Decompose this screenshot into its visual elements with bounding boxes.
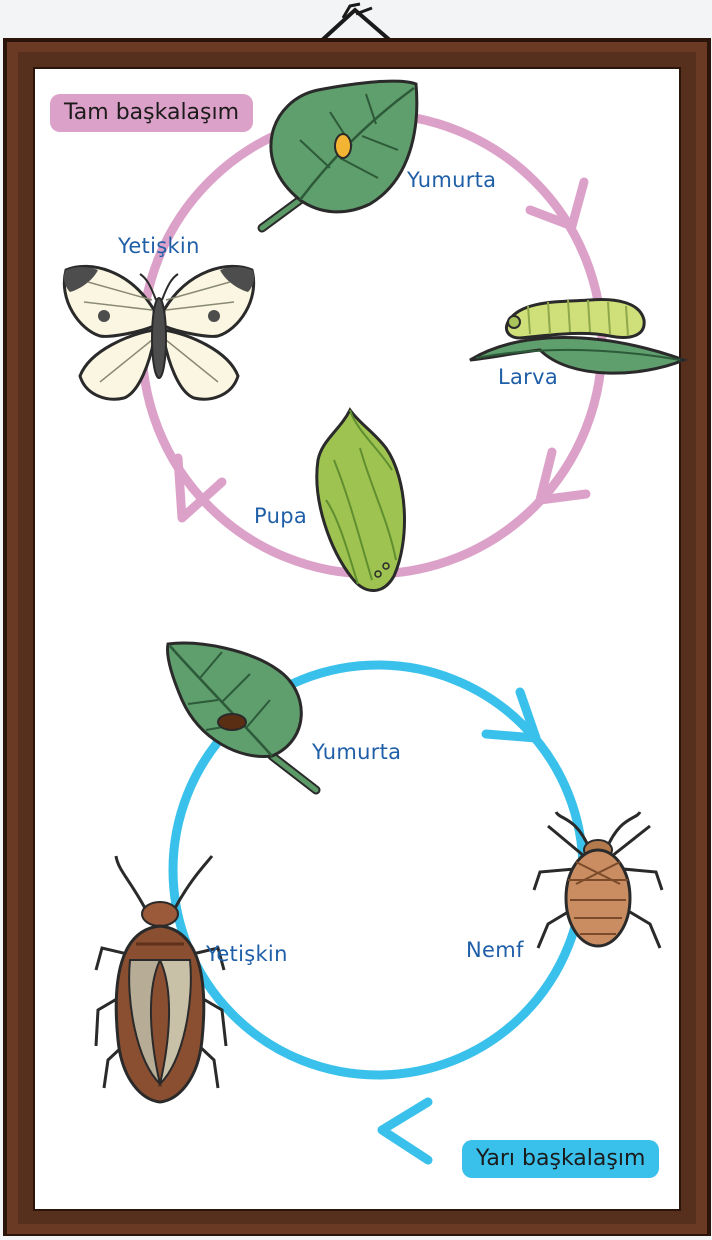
stage-label-egg: Yumurta (407, 168, 496, 192)
complete-metamorphosis-badge: Tam başkalaşım (50, 94, 253, 132)
stage-label-pupa: Pupa (254, 504, 307, 528)
stage-label-nymph: Nemf (466, 938, 524, 962)
incomplete-metamorphosis-badge: Yarı başkalaşım (462, 1140, 659, 1178)
egg-icon (218, 714, 246, 730)
stage-label-adult: Yetişkin (118, 234, 200, 258)
stage-label-larva: Larva (498, 365, 558, 389)
stage-label-egg: Yumurta (312, 740, 401, 764)
stage-label-adult: Yetişkin (206, 942, 288, 966)
egg-icon (335, 134, 351, 158)
hanger-wire (320, 4, 392, 42)
